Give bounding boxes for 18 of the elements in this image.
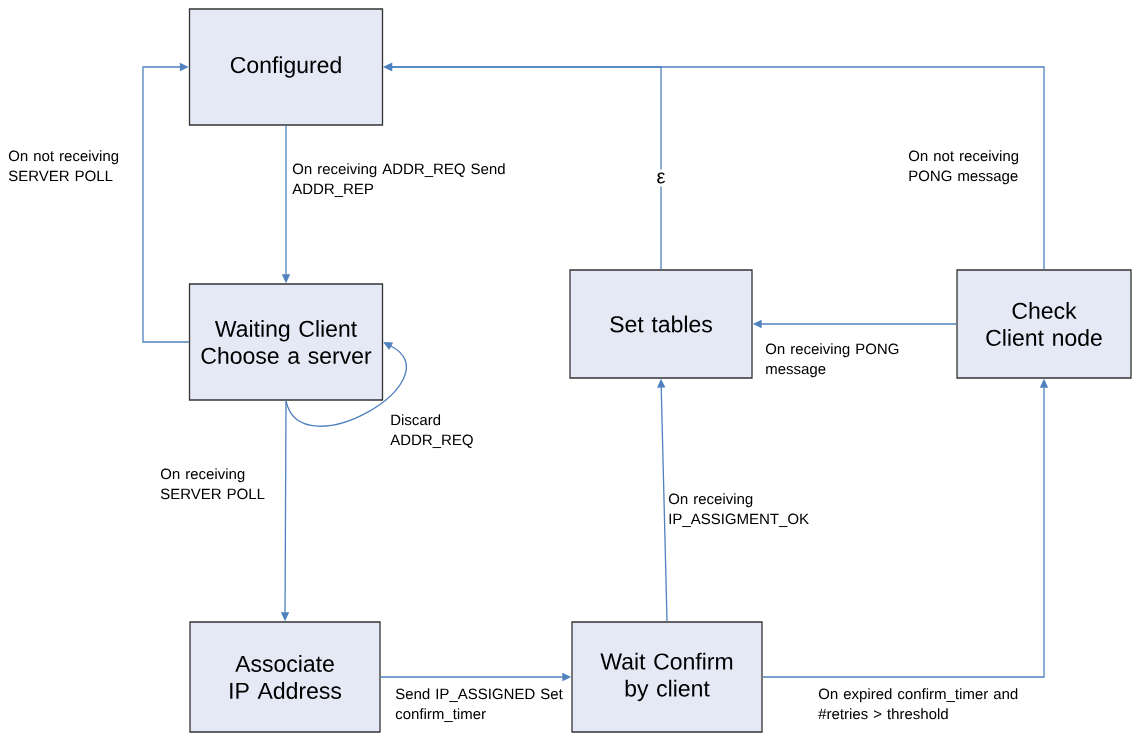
edge-label: On receiving SERVER POLL xyxy=(160,468,265,500)
state-box: Check Client node xyxy=(956,269,1132,379)
edge-label: On receiving PONG message xyxy=(765,343,899,378)
state-box: Waiting Client Choose a server xyxy=(188,283,384,401)
edge-label: On not receiving SERVER POLL xyxy=(8,150,119,182)
state-box: Wait Confirm by client xyxy=(571,621,763,733)
arrow xyxy=(142,62,190,343)
edge-label: ε xyxy=(657,172,666,184)
edge-label: On receiving ADDR_REQ Send ADDR_REP xyxy=(292,163,505,198)
edge-label: Discard ADDR_REQ xyxy=(390,414,473,449)
state-box: Set tables xyxy=(569,269,753,379)
state-box: Configured xyxy=(188,8,384,126)
arrow xyxy=(285,342,407,427)
edge-label: On expired confirm_timer and #retries > threshold xyxy=(818,688,1018,720)
edge-label: Send IP_ASSIGNED Set confirm_timer xyxy=(395,688,563,723)
edge-label: On not receiving PONG message xyxy=(908,150,1019,185)
state-box: Associate IP Address xyxy=(189,621,381,733)
edge-label: On receiving IP_ASSIGMENT_OK xyxy=(668,493,809,528)
